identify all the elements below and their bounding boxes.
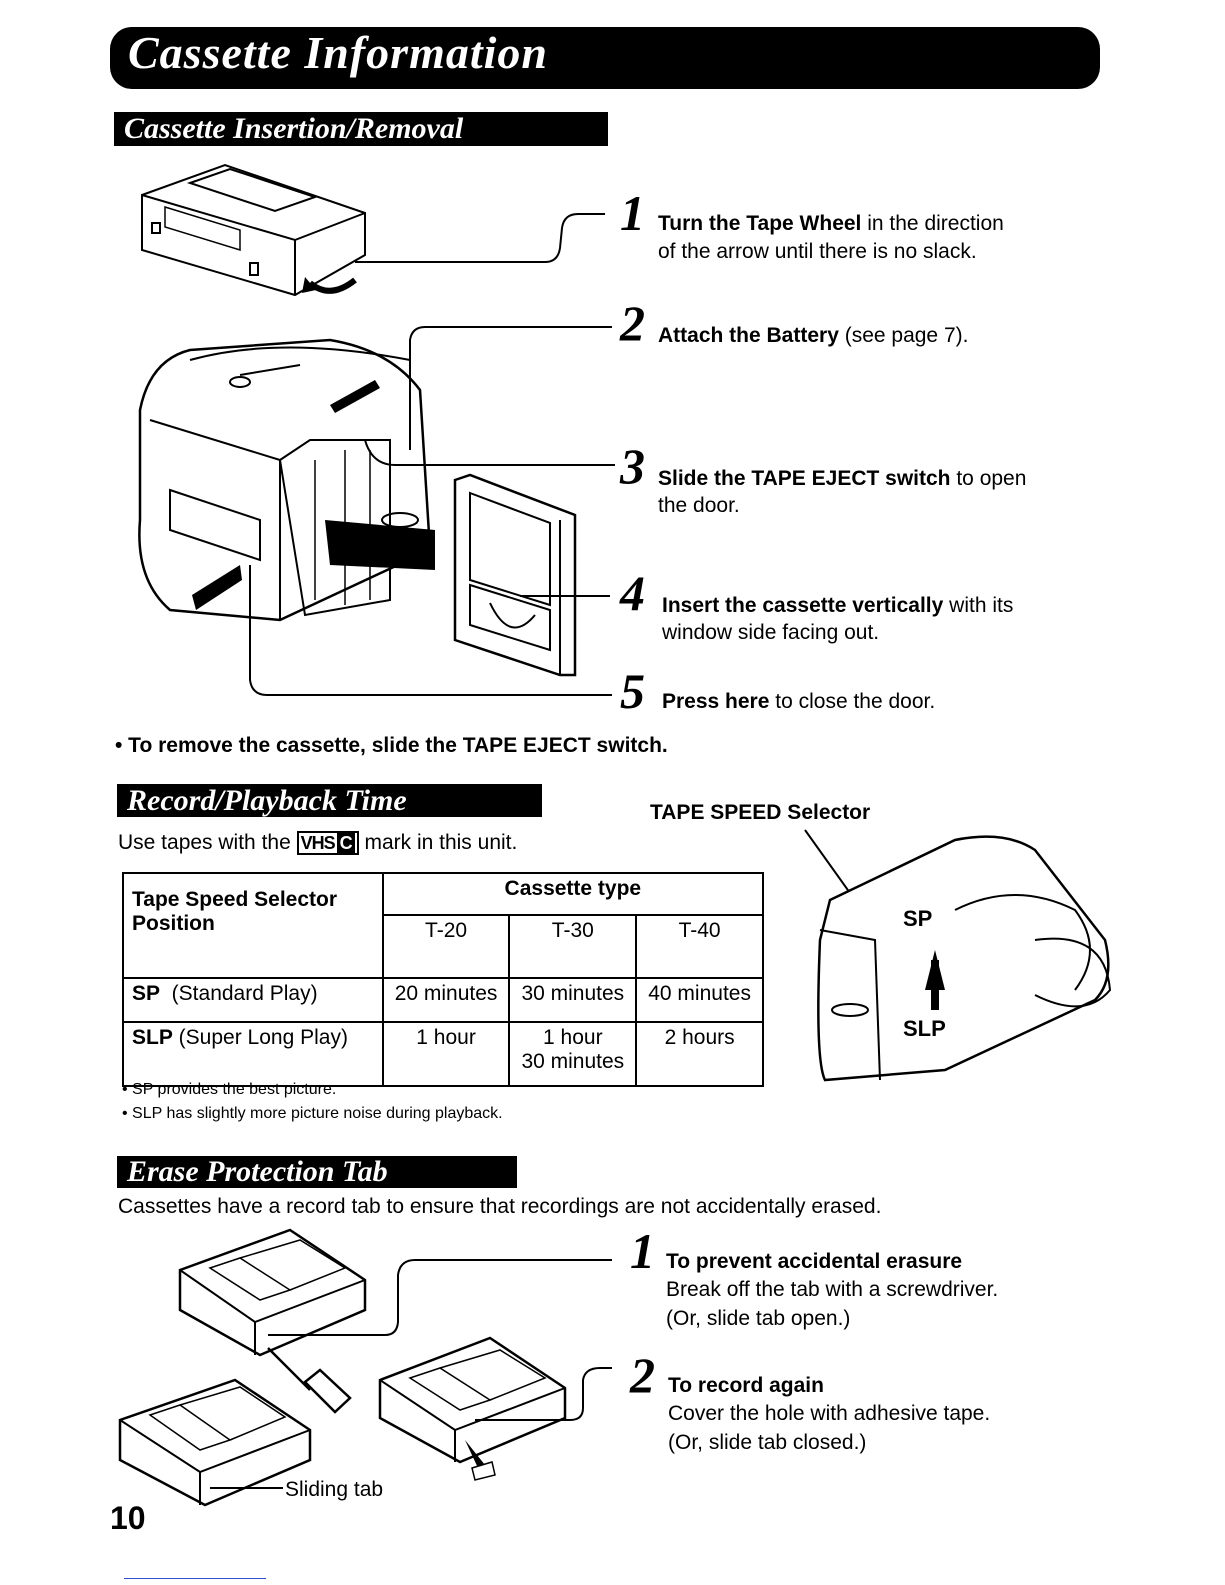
selector-slp-label: SLP: [903, 1016, 946, 1041]
record-time-table: Tape Speed Selector Position Cassette ty…: [122, 872, 765, 1087]
erase-step-1: 1 To prevent accidental erasure Break of…: [630, 1223, 1150, 1338]
erase-step-title: To record again: [668, 1374, 824, 1397]
section-heading-insertion: Cassette Insertion/Removal: [114, 112, 608, 146]
table-header-cassette-type: Cassette type: [381, 872, 765, 916]
step-text: (see page 7).: [838, 324, 969, 347]
cell-line1: 1 hour: [416, 1026, 476, 1049]
erase-step-title: To prevent accidental erasure: [666, 1250, 963, 1273]
table-column-t20: T-20: [381, 914, 511, 979]
tape-speed-selector-illustration: [804, 829, 1112, 1082]
step-text: to open: [950, 467, 1027, 490]
section-heading-erase-protection: Erase Protection Tab: [117, 1156, 517, 1188]
record-note-slp: • SLP has slightly more picture noise du…: [122, 1105, 503, 1122]
table-cell: 1 hour: [381, 1021, 511, 1087]
erase-step-line1: Cover the hole with adhesive tape.: [668, 1402, 991, 1425]
footer-link-underline: [124, 1578, 266, 1579]
section-heading-record-playback: Record/Playback Time: [117, 784, 542, 817]
insertion-step-3: 3 Slide the TAPE EJECT switch to open th…: [620, 438, 1180, 523]
use-tapes-prefix: Use tapes with the: [118, 831, 297, 854]
table-column-t30: T-30: [508, 914, 638, 979]
cell-line2: 30 minutes: [521, 1050, 625, 1073]
table-row: SP (Standard Play) 20 minutes 30 minutes…: [122, 977, 764, 1023]
step-number: 3: [620, 438, 645, 494]
row-label: (Standard Play): [160, 982, 318, 1005]
cell-line1: 1 hour: [543, 1026, 603, 1049]
step-bold-text: Press here: [662, 690, 770, 713]
step-bold-text: Insert the cassette vertically: [662, 594, 944, 617]
erase-step-line1: Break off the tab with a screwdriver.: [666, 1278, 999, 1301]
insertion-step-2: 2 Attach the Battery (see page 7).: [620, 295, 1140, 360]
row-label: (Super Long Play): [172, 1026, 348, 1049]
step-text: in the direction: [861, 212, 1004, 235]
row-code: SP: [132, 982, 161, 1005]
vhsc-mark-c: C: [336, 833, 355, 853]
step-bold-text: Turn the Tape Wheel: [658, 212, 862, 235]
erase-step-2: 2 To record again Cover the hole with ad…: [630, 1347, 1150, 1462]
erase-step-line2: (Or, slide tab closed.): [668, 1431, 867, 1454]
vhsc-mark-text: VHS: [300, 833, 336, 853]
header-left-line2: Position: [132, 912, 215, 935]
table-cell: 30 minutes: [508, 977, 638, 1023]
cassette-tape-wheel-illustration: [141, 163, 366, 297]
cell-line1: 2 hours: [664, 1026, 735, 1049]
step-line2: window side facing out.: [662, 621, 880, 644]
erase-step-line2: (Or, slide tab open.): [666, 1307, 851, 1330]
erase-intro: Cassettes have a record tab to ensure th…: [118, 1195, 882, 1218]
selector-sp-label: SP: [903, 906, 933, 931]
use-tapes-suffix: mark in this unit.: [364, 831, 518, 854]
table-cell: 20 minutes: [381, 977, 511, 1023]
callout-lines-insertion: [249, 213, 615, 696]
vertical-cassette-illustration: [453, 473, 577, 677]
page-number: 10: [110, 1500, 146, 1536]
erase-tab-illustrations: [118, 1228, 612, 1507]
step-number: 5: [620, 663, 645, 719]
step-text: with its: [943, 594, 1014, 617]
table-header-row: Tape Speed Selector Position Cassette ty…: [122, 872, 765, 979]
insertion-step-5: 5 Press here to close the door.: [620, 663, 1140, 728]
step-bold-text: Attach the Battery: [658, 324, 839, 347]
camcorder-open-door-illustration: [138, 338, 435, 622]
table-subheader-row: T-20 T-30 T-40: [123, 914, 764, 979]
table-row-label: SP (Standard Play): [122, 977, 384, 1023]
step-number: 1: [620, 185, 645, 241]
step-text: to close the door.: [769, 690, 936, 713]
row-code: SLP: [132, 1026, 173, 1049]
page-title: Cassette Information: [128, 27, 549, 78]
table-cell: 40 minutes: [635, 977, 764, 1023]
step-number: 4: [620, 565, 645, 621]
insertion-step-1: 1 Turn the Tape Wheel in the direction o…: [620, 185, 1140, 270]
table-row-label: SLP (Super Long Play): [122, 1021, 384, 1087]
sliding-tab-label: Sliding tab: [285, 1478, 384, 1501]
tape-speed-selector-label: TAPE SPEED Selector: [650, 801, 871, 824]
step-number: 2: [630, 1347, 655, 1403]
table-cell: 2 hours: [635, 1021, 764, 1087]
step-bold-text: Slide the TAPE EJECT switch: [658, 467, 951, 490]
record-note-sp: • SP provides the best picture.: [122, 1081, 337, 1098]
insertion-step-4: 4 Insert the cassette vertically with it…: [620, 565, 1140, 650]
remove-cassette-note: • To remove the cassette, slide the TAPE…: [115, 734, 668, 757]
table-column-t40: T-40: [635, 914, 764, 979]
table-header-position: Tape Speed Selector Position: [122, 872, 384, 979]
step-number: 1: [630, 1223, 655, 1279]
step-line2: the door.: [658, 494, 740, 517]
step-number: 2: [620, 295, 645, 351]
page-title-bar: [110, 27, 1100, 89]
header-left-line1: Tape Speed Selector: [132, 888, 338, 911]
step-line2: of the arrow until there is no slack.: [658, 240, 977, 263]
